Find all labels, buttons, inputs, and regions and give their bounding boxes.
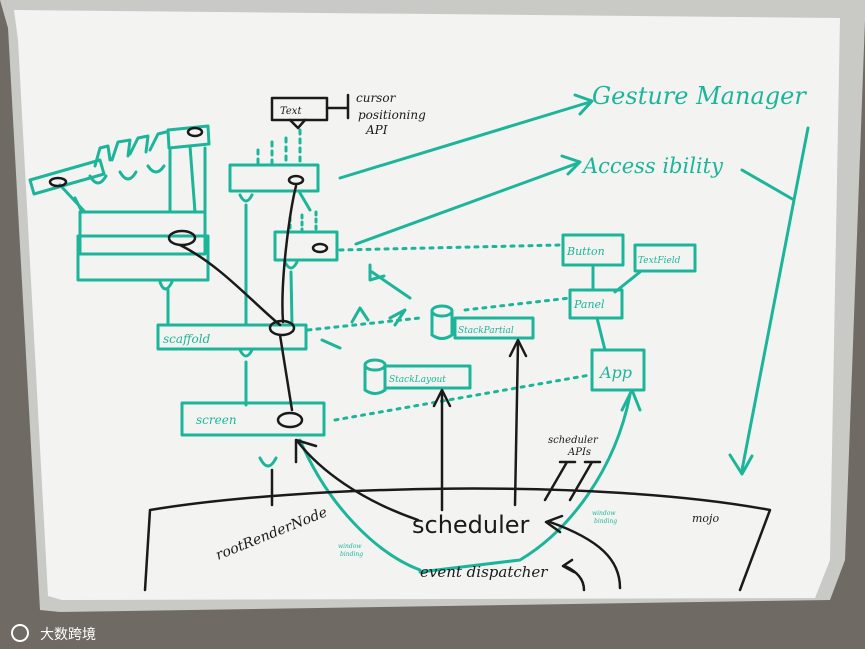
- cursor-api-line3: API: [365, 123, 388, 137]
- scheduler-label: scheduler: [412, 511, 530, 539]
- app-label: App: [598, 363, 632, 382]
- stackpartial-label: StackPartial: [458, 326, 514, 336]
- engine-note-right-line2: binding: [594, 518, 617, 525]
- gesture-manager-label: Gesture Manager: [592, 82, 807, 110]
- cursor-api-line2: positioning: [358, 108, 426, 122]
- accessibility-label: Access ibility: [581, 154, 724, 178]
- screen-label: screen: [196, 413, 237, 427]
- engine-note-left-line1: window: [338, 543, 362, 550]
- button-label: Button: [566, 245, 605, 258]
- scheduler-apis-line1: scheduler: [548, 435, 599, 446]
- cursor-api-line1: cursor: [356, 91, 397, 105]
- textfield-label: TextField: [638, 256, 681, 266]
- stacklayout-label: StackLayout: [389, 375, 446, 385]
- scheduler-apis-line2: APIs: [567, 447, 591, 458]
- panel-label: Panel: [573, 298, 605, 311]
- engine-note-left-line2: binding: [340, 551, 363, 558]
- event-dispatcher-label: event dispatcher: [420, 563, 548, 581]
- watermark-text: 大数跨境: [40, 627, 96, 643]
- engine-note-right-line1: window: [592, 510, 616, 517]
- mojo-label: mojo: [692, 512, 719, 525]
- scaffold-label: scaffold: [163, 332, 211, 346]
- text-box-label: Text: [280, 106, 302, 117]
